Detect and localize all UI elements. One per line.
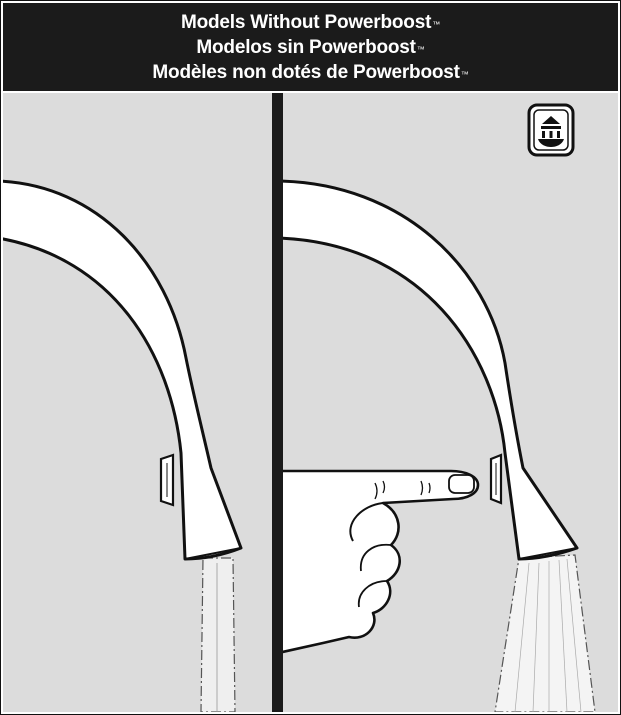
faucet-spout [283, 179, 579, 561]
pressing-hand [283, 469, 480, 654]
panel-divider [272, 93, 283, 712]
powerboost-spray-icon [527, 103, 575, 157]
header-title-en: Models Without Powerboost™ [180, 11, 441, 33]
panel-with-button-press [283, 93, 618, 712]
water-stream [200, 557, 236, 712]
header-title-fr: Modèles non dotés de Powerboost™ [152, 61, 469, 83]
faucet-spray-illustration [283, 103, 596, 712]
figure-header: Models Without Powerboost™ Modelos sin P… [3, 3, 618, 91]
faucet-spout [3, 179, 243, 561]
spray-stream [494, 554, 596, 712]
faucet-normal-stream-illustration [3, 179, 243, 712]
header-title-es: Modelos sin Powerboost™ [196, 36, 425, 58]
panel-without-button-press [3, 93, 272, 712]
